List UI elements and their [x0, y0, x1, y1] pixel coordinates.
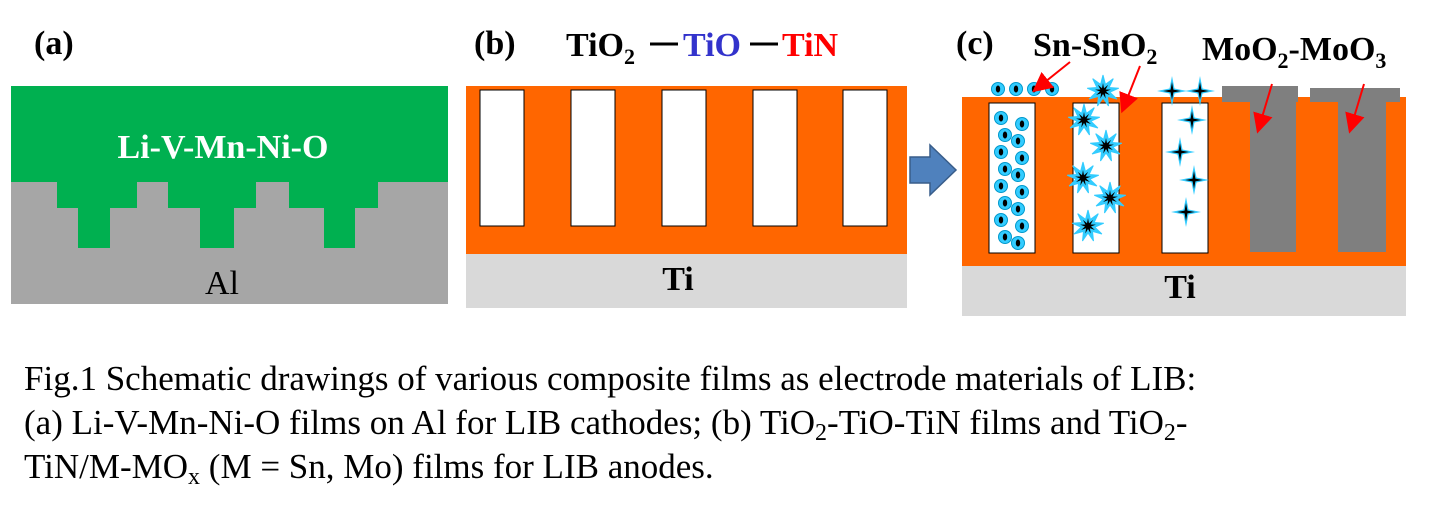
sn-sparkle-core: [1183, 111, 1201, 129]
sn-pore-sparkles: [1161, 102, 1209, 254]
sn-sparkle-core: [1191, 82, 1209, 100]
sn-particle-core: [1015, 171, 1021, 179]
sn-sparkle-core: [1177, 203, 1195, 221]
ti-substrate-c: [962, 266, 1406, 316]
sn-particle-core: [1019, 188, 1025, 196]
nanotube-pore: [570, 89, 616, 227]
sn-particle-core: [1049, 85, 1055, 93]
nanotube-pore: [752, 89, 798, 227]
sn-particle-core: [998, 182, 1004, 190]
sn-particle-core: [998, 114, 1004, 122]
sn-sparkle-core: [1171, 143, 1189, 161]
sn-particle-core: [998, 148, 1004, 156]
panel-a: (a) Li-V-Mn-Ni-O Al: [11, 25, 448, 304]
sno2-star-core: [1075, 170, 1091, 186]
panel-c: (c) Sn-SnO2 MoO2-MoO3 Ti: [956, 25, 1406, 316]
sn-sparkle-core: [1163, 82, 1181, 100]
pointer-arrow-sn: [1032, 61, 1071, 93]
sn-particle-core: [1002, 233, 1008, 241]
sn-particle-core: [1002, 165, 1008, 173]
sn-particle-core: [1031, 85, 1037, 93]
nanotube-pore: [479, 89, 525, 227]
li-film-label: Li-V-Mn-Ni-O: [118, 129, 329, 166]
sn-particle-core: [995, 85, 1001, 93]
sn-particle-core: [1002, 131, 1008, 139]
figure-caption: Fig.1 Schematic drawings of various comp…: [24, 357, 1444, 489]
pointer-arrow-sno2: [1119, 65, 1141, 114]
sn-particle-core: [1019, 120, 1025, 128]
sno2-star-core: [1076, 112, 1092, 128]
tio2-label: TiO2: [566, 27, 635, 69]
sno2-star-core: [1080, 218, 1096, 234]
tio-label: TiO: [683, 27, 741, 64]
sn-particle-core: [1019, 222, 1025, 230]
caption-line-1: Fig.1 Schematic drawings of various comp…: [24, 359, 1197, 398]
ti-substrate-b: [466, 254, 907, 308]
sn-particle-core: [1013, 85, 1019, 93]
panel-b: (b) TiO2 TiO TiN Ti: [466, 25, 907, 308]
moo2-moo3-label: MoO2-MoO3: [1202, 31, 1386, 73]
sn-particle-core: [1015, 205, 1021, 213]
pointer-arrow-moo3: [1345, 83, 1365, 134]
sn-sparkle-group: [1157, 76, 1215, 227]
li-v-mn-ni-o-film: [11, 86, 448, 248]
right-arrow-icon: [909, 143, 958, 197]
sn-particle-core: [998, 216, 1004, 224]
caption-line-2: (a) Li-V-Mn-Ni-O films on Al for LIB cat…: [24, 403, 1188, 446]
sno2-star-group: [1066, 74, 1127, 242]
nanotube-pore: [842, 89, 888, 227]
al-label: Al: [205, 265, 239, 302]
sno2-star-core: [1098, 138, 1114, 154]
sno2-star-core: [1095, 83, 1111, 99]
sn-particle-core: [1002, 199, 1008, 207]
panel-b-letter: (b): [474, 25, 516, 62]
sn-particle-core: [1015, 137, 1021, 145]
ti-label-b: Ti: [662, 261, 694, 298]
moo2-filled-pore: [1222, 86, 1298, 252]
caption-line-3: TiN/M-MOx (M = Sn, Mo) films for LIB ano…: [24, 447, 714, 490]
panel-c-letter: (c): [956, 25, 994, 62]
schematic-figure: (a) Li-V-Mn-Ni-O Al (b) TiO2 TiO TiN Ti …: [11, 25, 1406, 316]
nanotube-pore: [661, 89, 707, 227]
tin-label: TiN: [782, 27, 839, 64]
panel-a-letter: (a): [34, 25, 74, 62]
sn-sparkle-core: [1185, 171, 1203, 189]
ti-label-c: Ti: [1164, 269, 1196, 306]
sn-sno2-label: Sn-SnO2: [1033, 27, 1157, 69]
sno2-star-core: [1102, 190, 1118, 206]
pointer-arrow-moo2: [1253, 83, 1273, 134]
sn-particle-core: [1015, 239, 1021, 247]
moo3-filled-pore: [1310, 88, 1400, 252]
sn-particle-core: [1019, 154, 1025, 162]
